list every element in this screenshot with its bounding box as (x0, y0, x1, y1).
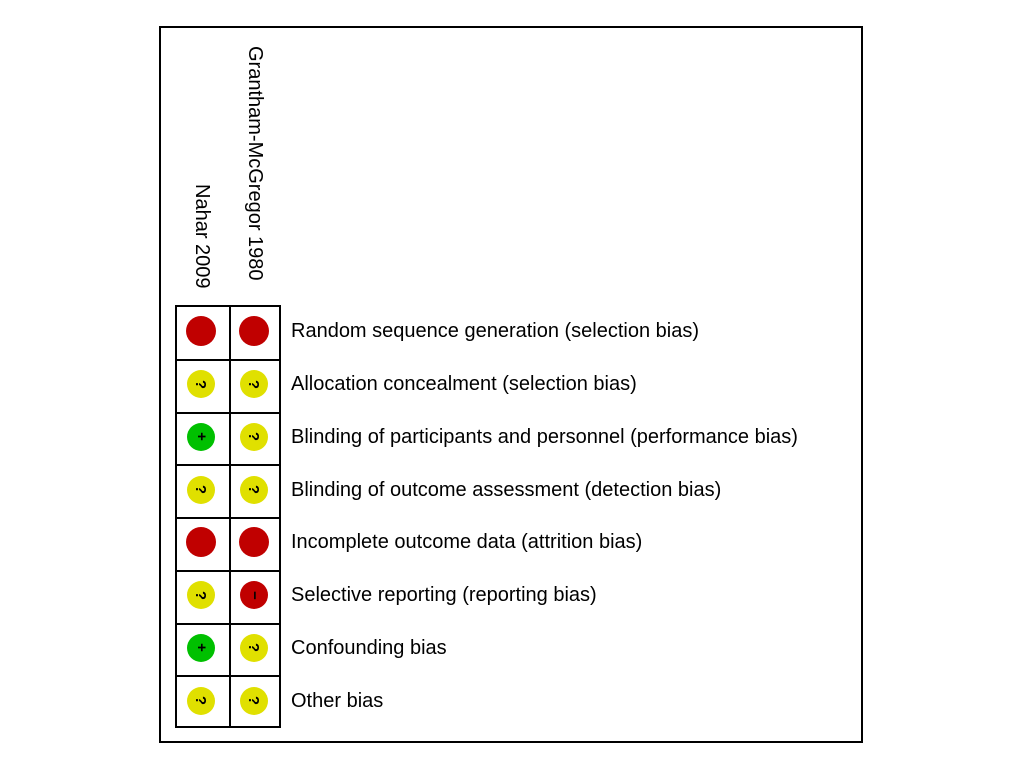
judgement-symbol: + (192, 643, 210, 653)
grid-row-divider (177, 517, 279, 519)
judgement-symbol: ? (192, 485, 210, 495)
risk-of-bias-grid: ?? +???? − +??? (175, 305, 281, 728)
judgement-symbol: ? (245, 643, 263, 653)
judgement-symbol: ? (192, 696, 210, 706)
domain-label: Blinding of outcome assessment (detectio… (291, 478, 722, 501)
domain-label: Allocation concealment (selection bias) (291, 373, 637, 396)
judgement-unclear-icon: ? (240, 370, 268, 399)
study-label-grantham-mcgregor-1980: Grantham-McGregor 1980 (244, 46, 266, 281)
judgement-symbol: ? (245, 696, 263, 706)
judgement-unclear-icon: ? (187, 686, 215, 715)
judgement-symbol: ? (245, 432, 263, 442)
study-label-nahar-2009: Nahar 2009 (191, 184, 213, 289)
judgement-symbol: + (192, 432, 210, 442)
judgement-low-icon: + (187, 422, 215, 451)
domain-label: Random sequence generation (selection bi… (291, 320, 700, 343)
grid-row-divider (177, 569, 279, 572)
domain-label: Blinding of participants and personnel (… (291, 425, 798, 448)
judgement-high-icon (186, 527, 216, 558)
judgement-symbol: ? (245, 485, 263, 495)
domain-label: Incomplete outcome data (attrition bias) (291, 531, 643, 554)
judgement-high-icon (186, 316, 216, 347)
grid-row-divider (177, 358, 279, 361)
judgement-unclear-icon: ? (187, 475, 215, 504)
judgement-unclear-icon: ? (240, 633, 268, 662)
judgement-unclear-icon: ? (187, 581, 215, 610)
judgement-high-minus-icon: − (240, 581, 268, 610)
figure-frame (159, 26, 863, 743)
judgement-high-icon (239, 527, 269, 558)
domain-label: Selective reporting (reporting bias) (291, 584, 597, 607)
judgement-symbol: ? (192, 590, 210, 600)
domain-label: Other bias (291, 689, 384, 712)
grid-row-divider (177, 622, 279, 625)
judgement-low-icon: + (187, 633, 215, 662)
grid-row-divider (177, 464, 279, 467)
judgement-symbol: ? (245, 379, 263, 389)
grid-row-divider (177, 411, 279, 414)
judgement-unclear-icon: ? (240, 422, 268, 451)
judgement-unclear-icon: ? (240, 475, 268, 504)
judgement-symbol: ? (192, 379, 210, 389)
judgement-high-icon (239, 316, 269, 347)
domain-label: Confounding bias (291, 636, 447, 659)
judgement-symbol: − (245, 590, 263, 600)
judgement-unclear-icon: ? (187, 370, 215, 399)
judgement-unclear-icon: ? (240, 686, 268, 715)
grid-divider (229, 307, 231, 726)
grid-row-divider (177, 675, 279, 678)
